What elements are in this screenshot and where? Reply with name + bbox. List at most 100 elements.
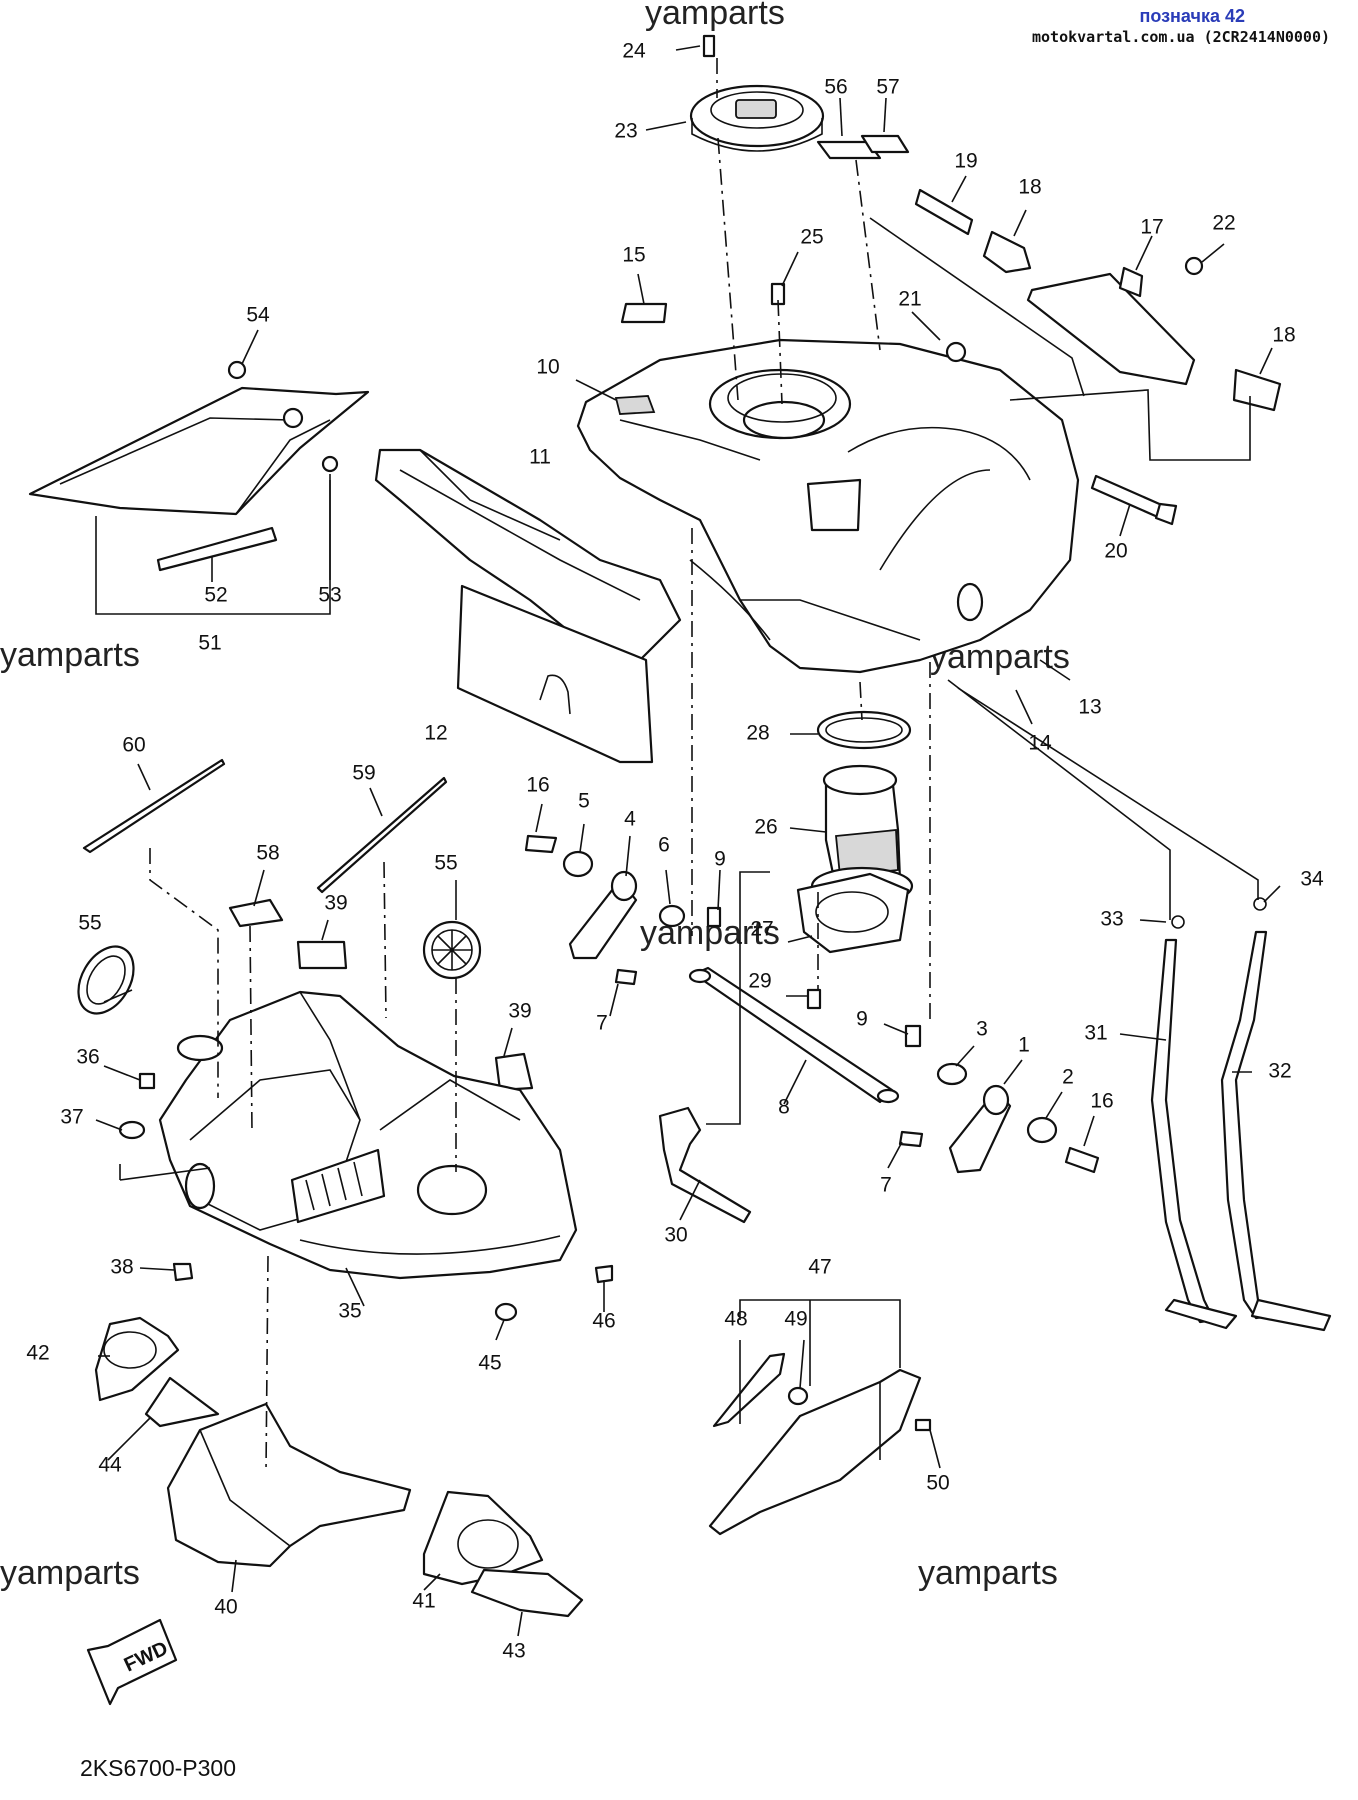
callout-39b: 39 <box>508 1000 531 1023</box>
callout-17: 17 <box>1140 216 1163 239</box>
callout-40: 40 <box>214 1596 237 1619</box>
callout-36: 36 <box>76 1046 99 1069</box>
bracket-17 <box>1026 272 1196 386</box>
callout-18b: 18 <box>1272 324 1295 347</box>
callout-20: 20 <box>1104 540 1127 563</box>
callout-37: 37 <box>60 1106 83 1129</box>
reference-lines <box>95 58 1259 1473</box>
callout-42: 42 <box>26 1342 49 1365</box>
callout-57: 57 <box>876 76 899 99</box>
insulator-plate-12 <box>456 584 654 764</box>
callout-45: 45 <box>478 1352 501 1375</box>
watermark-bottom-right: yamparts <box>918 1554 1058 1592</box>
callout-31: 31 <box>1084 1022 1107 1045</box>
tank-mount-damper <box>914 188 1282 526</box>
callout-53: 53 <box>318 584 341 607</box>
collar-2 <box>1026 1116 1058 1144</box>
callout-39a: 39 <box>324 892 347 915</box>
header-source: motokvartal.com.ua (2CR2414N0000) <box>1032 28 1330 46</box>
callout-9b: 9 <box>856 1008 868 1031</box>
cover-43 <box>470 1568 584 1618</box>
header-label: позначка 42 <box>1139 6 1245 26</box>
cover-40 <box>166 1402 412 1568</box>
callout-25: 25 <box>800 226 823 249</box>
pipe-19 <box>914 188 974 236</box>
callout-18a: 18 <box>1018 176 1041 199</box>
nut-37 <box>118 1120 146 1140</box>
callout-8: 8 <box>778 1096 790 1119</box>
bolt-9a <box>706 906 722 928</box>
callout-16a: 16 <box>526 774 549 797</box>
callout-59: 59 <box>352 762 375 785</box>
hose-31 <box>1150 938 1216 1324</box>
callout-54: 54 <box>246 304 270 327</box>
callout-5: 5 <box>578 790 590 813</box>
seal-strip-52 <box>156 526 278 572</box>
bolt-29 <box>806 988 822 1010</box>
callout-27: 27 <box>750 918 773 941</box>
callout-1: 1 <box>1018 1034 1030 1057</box>
tank-cover-35 <box>158 990 578 1280</box>
side-cover-51 <box>28 360 370 572</box>
callout-14: 14 <box>1028 732 1052 755</box>
damper-39a <box>296 940 348 970</box>
callout-34: 34 <box>1300 868 1324 891</box>
callout-12: 12 <box>424 722 447 745</box>
callout-56: 56 <box>824 76 847 99</box>
bolt-16a <box>524 834 558 854</box>
callout-2: 2 <box>1062 1066 1074 1089</box>
gasket-15 <box>620 302 668 324</box>
callout-15: 15 <box>622 244 645 267</box>
hose-32 <box>1220 930 1272 1320</box>
breather-hoses <box>1150 897 1332 1332</box>
bolt-46 <box>594 1264 614 1284</box>
callout-51: 51 <box>198 632 221 655</box>
damper-18a <box>982 230 1032 274</box>
callout-52: 52 <box>204 584 227 607</box>
callout-9a: 9 <box>714 848 726 871</box>
callout-44: 44 <box>98 1454 122 1477</box>
callout-47: 47 <box>808 1256 831 1279</box>
callout-leaders <box>95 45 1281 1637</box>
callout-22: 22 <box>1212 212 1235 235</box>
callout-50: 50 <box>926 1472 949 1495</box>
bolt-7b <box>898 1130 924 1148</box>
callout-10: 10 <box>536 356 559 379</box>
watermark-left: yamparts <box>0 636 140 674</box>
bracket-set-right <box>898 1024 1100 1174</box>
callout-29: 29 <box>748 970 771 993</box>
callout-48: 48 <box>724 1308 747 1331</box>
diagram-code: 2KS6700-P300 <box>80 1755 236 1781</box>
decal-59 <box>316 776 448 894</box>
callout-21: 21 <box>898 288 921 311</box>
callout-55a: 55 <box>78 912 101 935</box>
clip-34 <box>1253 897 1267 911</box>
callout-46: 46 <box>592 1310 615 1333</box>
clip-33 <box>1171 915 1185 929</box>
collar-3 <box>936 1062 968 1086</box>
collar-5 <box>562 850 594 878</box>
bolt-9b <box>904 1024 922 1048</box>
watermark-top: yamparts <box>645 0 785 32</box>
callout-38: 38 <box>110 1256 133 1279</box>
callout-7b: 7 <box>880 1174 892 1197</box>
nut-45 <box>494 1302 518 1322</box>
callout-numbers: 1 2 3 4 5 6 7 7 8 9 9 10 11 12 13 14 15 … <box>26 40 1324 1663</box>
cover-44 <box>144 1376 220 1428</box>
stay-rod-8 <box>688 966 900 1104</box>
bolt-36 <box>138 1072 156 1090</box>
callout-28: 28 <box>746 722 769 745</box>
callout-30: 30 <box>664 1224 687 1247</box>
fwd-direction-arrow: FWD <box>86 1618 178 1706</box>
callout-26: 26 <box>754 816 777 839</box>
watermark-bottom-left: yamparts <box>0 1554 140 1592</box>
decal-60 <box>82 758 226 854</box>
damper-18b <box>1232 368 1282 412</box>
callout-23: 23 <box>614 120 637 143</box>
label-stickers-56-57 <box>816 134 910 160</box>
fuel-cap-assembly <box>689 34 825 152</box>
cover-42 <box>94 1316 180 1402</box>
callout-33: 33 <box>1100 908 1123 931</box>
callout-58: 58 <box>256 842 279 865</box>
